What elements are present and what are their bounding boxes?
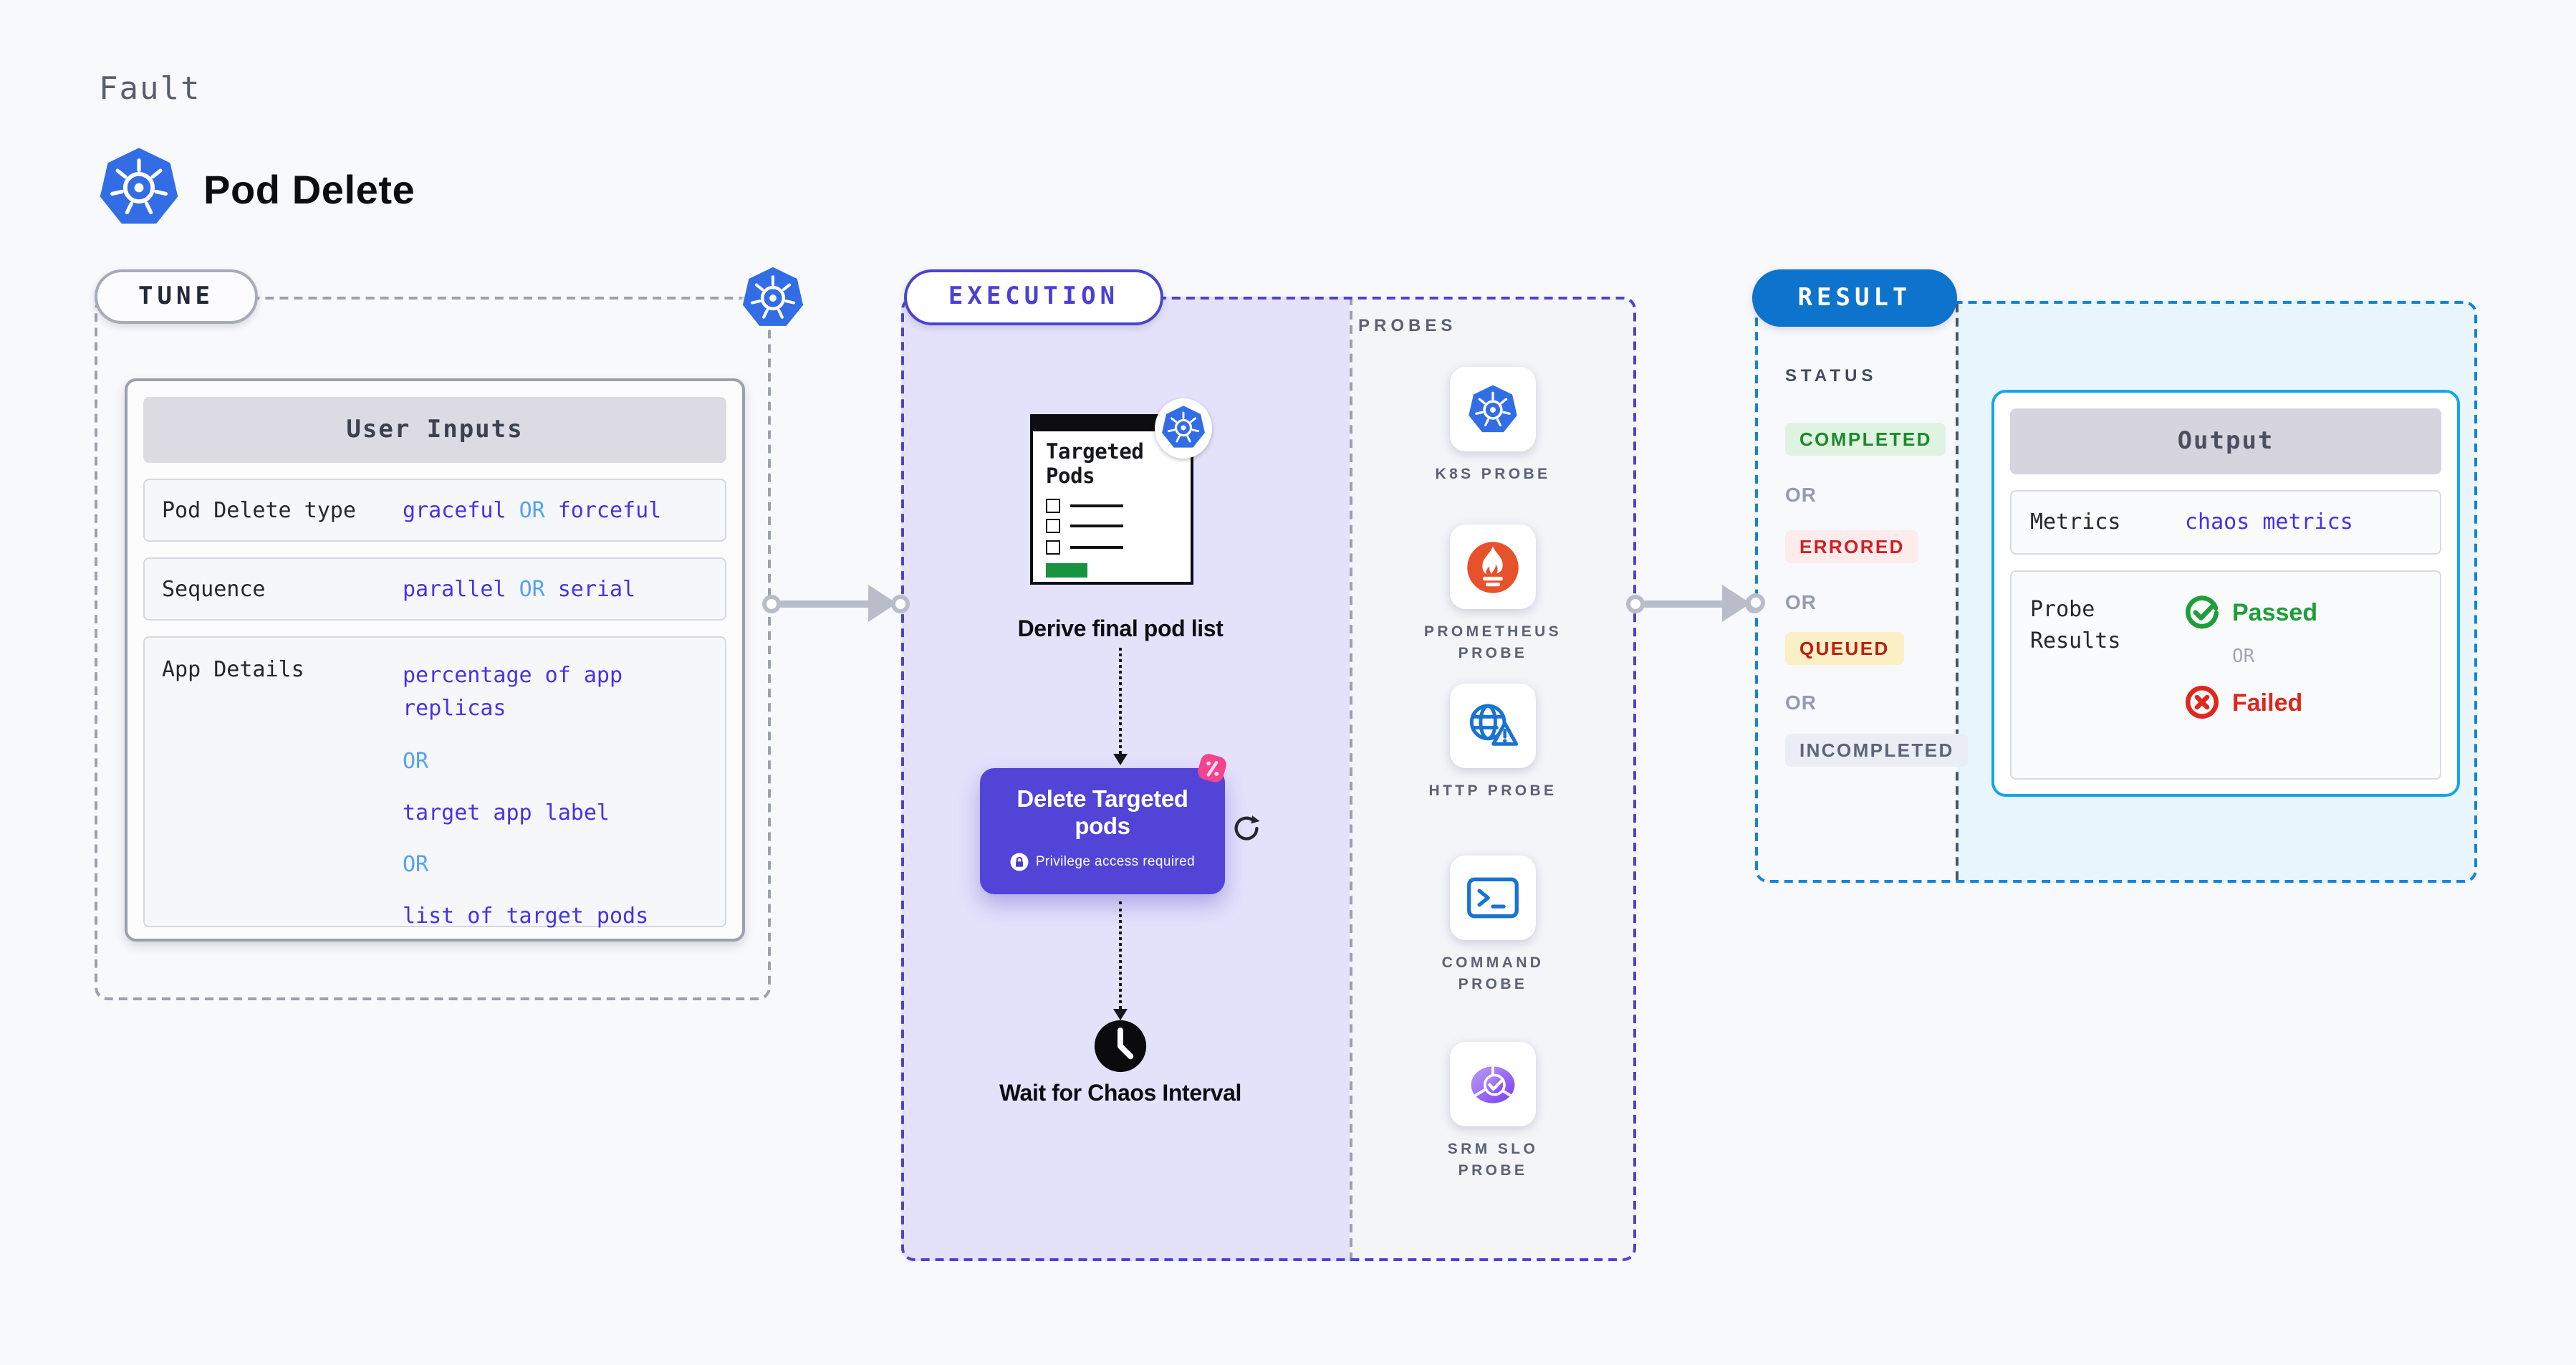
checkbox-icon [1046,519,1060,534]
probe-label: K8S PROBE [1435,466,1551,483]
row-label: Metrics [2030,508,2121,535]
flow-connector [1119,901,1122,1009]
row-value: percentage of app replicas OR target app… [403,662,649,929]
connector-port [1746,593,1765,612]
wait-for-chaos-interval-label: Wait for Chaos Interval [999,1082,1242,1106]
probe-label: COMMAND PROBE [1441,954,1544,994]
output-row-metrics: Metrics chaos metrics [2010,490,2441,555]
privilege-note: Privilege access required [980,853,1225,871]
execution-section-border [901,297,1636,1261]
status-title: STATUS [1785,365,1878,385]
row-value: parallel OR serial [403,575,636,601]
tune-section-badge: TUNE [95,269,258,324]
status-output-divider [1956,304,1959,880]
litmus-chaos-icon [1193,749,1231,787]
output-card: Output Metrics chaos metrics Probe Resul… [1991,390,2460,797]
list-line [1070,525,1123,528]
probe-label: SRM SLO PROBE [1447,1141,1539,1180]
user-inputs-title: User Inputs [143,397,726,463]
status-badge-queued: QUEUED [1785,632,1904,665]
x-circle-icon [2185,685,2219,719]
kubernetes-icon [1467,382,1519,436]
document-titlebar [1032,416,1192,431]
kubernetes-icon [741,264,805,332]
row-label: Pod Delete type [162,497,356,522]
result-section-border [1755,301,2477,883]
probe-results-value: Passed OR Failed [2185,595,2317,719]
kubernetes-icon [97,143,181,232]
page-title: Pod Delete [203,168,415,212]
probe-label: PROMETHEUS PROBE [1423,623,1562,663]
probe-label: HTTP PROBE [1428,782,1557,800]
check-circle-icon [2185,595,2219,629]
or-label: OR [1785,590,1817,613]
command-probe-card [1450,856,1536,940]
k8s-probe-card [1450,367,1536,451]
status-badge-errored: ERRORED [1785,530,1919,563]
result-section-badge: RESULT [1752,269,1957,327]
row-value: chaos metrics [2185,509,2353,535]
or-label: OR [2232,646,2255,668]
checkbox-icon [1046,498,1060,513]
prometheus-probe-card [1450,525,1536,609]
arrow-down-icon [1113,1009,1128,1020]
or-label: OR [1785,483,1817,506]
or-label: OR [1785,691,1817,714]
tune-section-border [95,297,771,1000]
row-value: graceful OR forceful [403,497,662,522]
execution-section-badge: EXECUTION [904,269,1163,325]
list-line [1070,504,1123,507]
list-line [1070,545,1123,549]
probes-title: PROBES [1358,315,1457,335]
srm-slo-icon [1464,1057,1522,1111]
derive-final-pod-list-label: Derive final pod list [1017,618,1224,642]
user-input-row-app-details: App Details percentage of app replicas O… [143,636,726,929]
refresh-icon [1231,813,1262,844]
kubernetes-icon [1160,403,1206,453]
output-title: Output [2010,408,2441,474]
status-badge-completed: COMPLETED [1785,423,1946,456]
flow-connector [1119,648,1122,754]
delete-targeted-pods-step: Delete Targeted pods Privilege access re… [980,768,1225,894]
fault-eyebrow: Fault [99,72,201,107]
srm-slo-probe-card [1450,1042,1536,1126]
row-label: Probe Results [2030,596,2121,653]
prometheus-icon [1466,540,1520,594]
user-inputs-card: User Inputs Pod Delete type graceful OR … [125,378,745,942]
row-label: App Details [162,656,304,682]
step-title: Delete Targeted pods [1017,787,1188,840]
output-row-probe-results: Probe Results Passed OR Failed [2010,570,2441,780]
arrow-down-icon [1113,754,1128,765]
user-input-row-sequence: Sequence parallel OR serial [143,557,726,621]
document-title: Targeted Pods [1046,441,1144,489]
row-label: Sequence [162,575,266,601]
clock-icon [1093,1019,1148,1073]
status-badge-incompleted: INCOMPLETED [1785,734,1969,767]
http-globe-icon [1463,699,1523,753]
lock-icon [1010,853,1029,871]
user-input-row-pod-delete-type: Pod Delete type graceful OR forceful [143,479,726,542]
command-terminal-icon [1466,876,1520,920]
checkbox-icon [1046,540,1060,555]
http-probe-card [1450,684,1536,768]
progress-bar [1046,562,1087,578]
